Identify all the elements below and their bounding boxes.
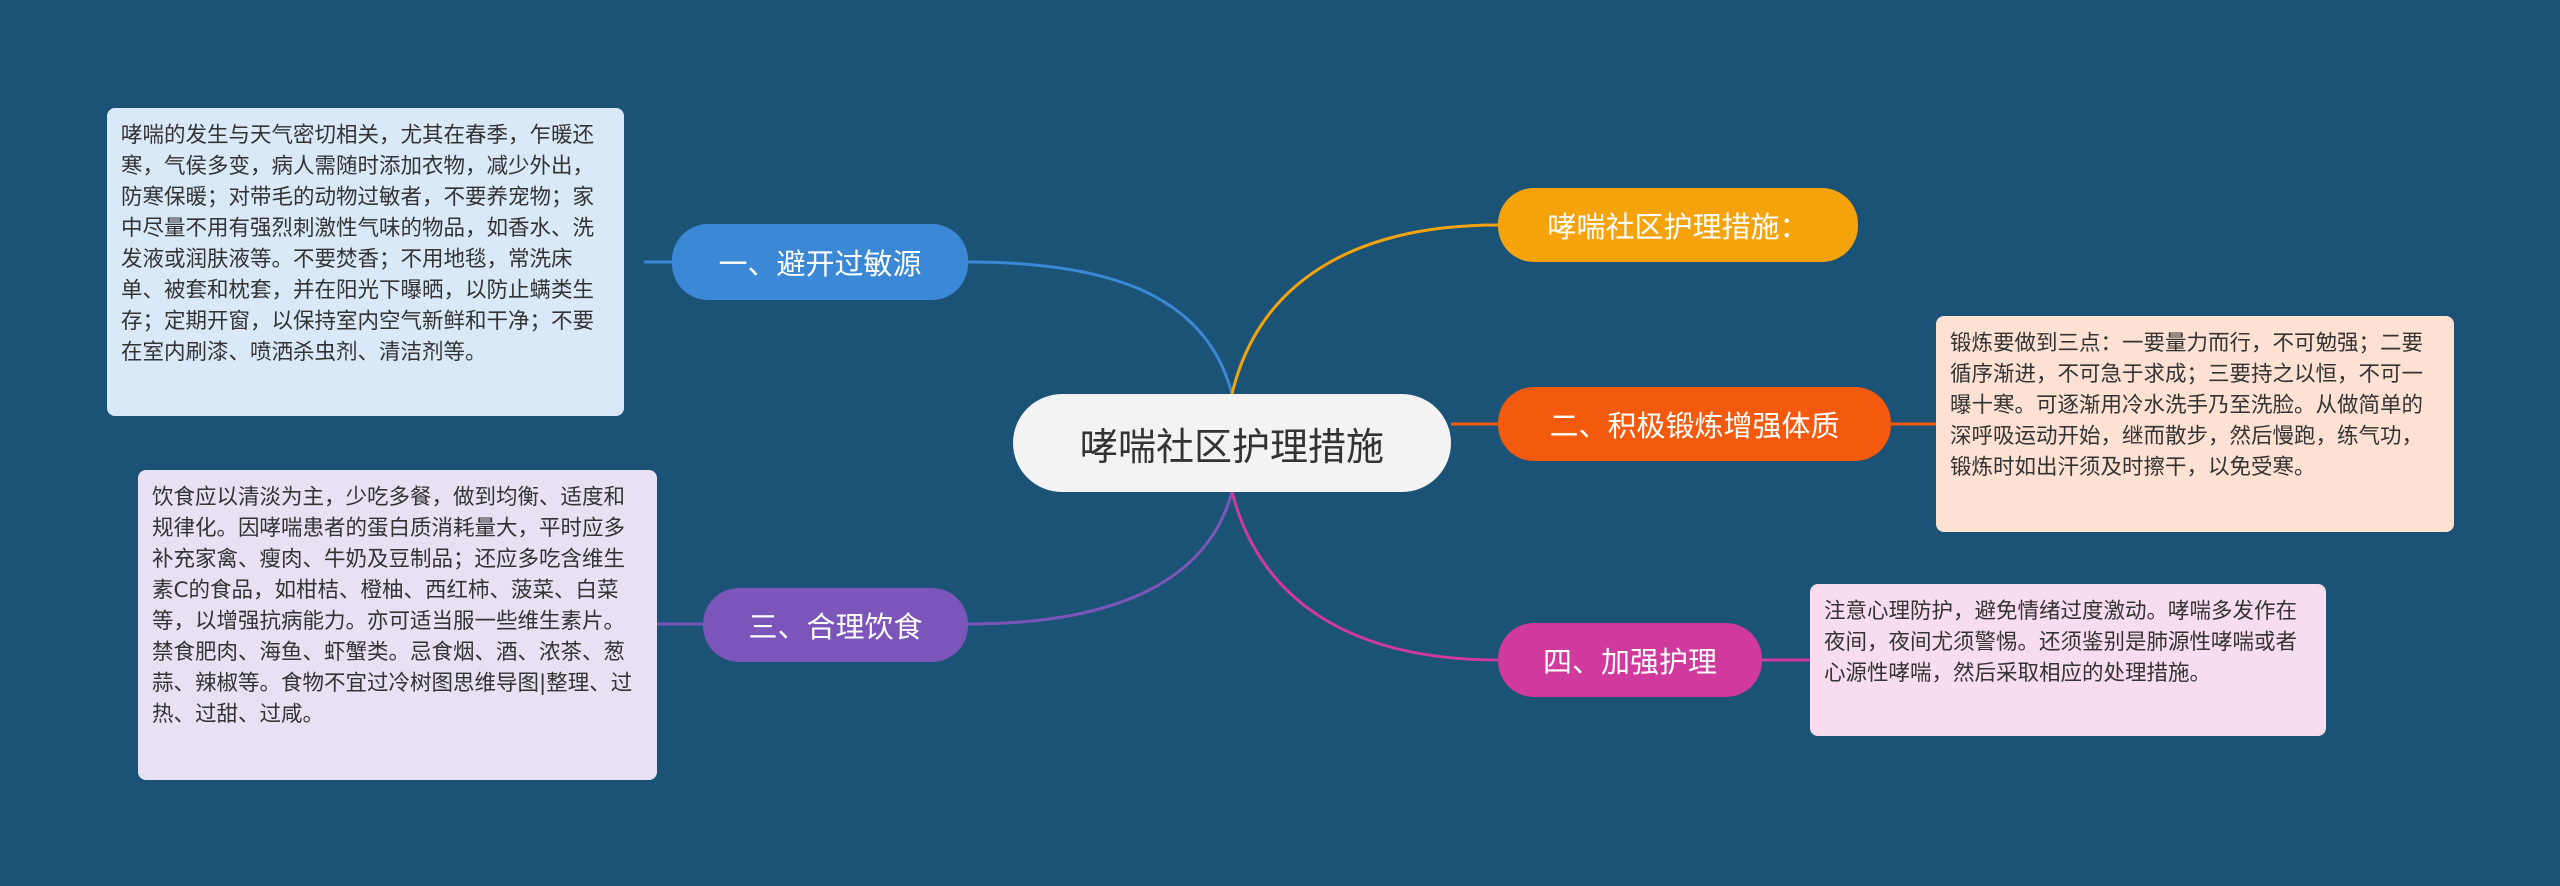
note-reasonable-diet: 饮食应以清淡为主，少吃多餐，做到均衡、适度和规律化。因哮喘患者的蛋白质消耗量大，… — [138, 470, 657, 780]
branch-node-avoid-allergens[interactable]: 一、避开过敏源 — [672, 224, 968, 300]
branch-node-exercise[interactable]: 二、积极锻炼增强体质 — [1498, 387, 1891, 461]
branch-node-intro[interactable]: 哮喘社区护理措施： — [1498, 188, 1858, 262]
branch-node-strengthen-care[interactable]: 四、加强护理 — [1498, 623, 1762, 697]
note-exercise: 锻炼要做到三点：一要量力而行，不可勉强；二要循序渐进，不可急于求成；三要持之以恒… — [1936, 316, 2454, 532]
branch-node-reasonable-diet[interactable]: 三、合理饮食 — [703, 588, 968, 662]
link-intro — [1230, 223, 1499, 395]
link-allergen — [967, 260, 1234, 395]
note-strengthen-care: 注意心理防护，避免情绪过度激动。哮喘多发作在夜间，夜间尤须警惕。还须鉴别是肺源性… — [1810, 584, 2326, 736]
note-avoid-allergens: 哮喘的发生与天气密切相关，尤其在春季，乍暖还寒，气侯多变，病人需随时添加衣物，减… — [107, 108, 624, 416]
link-care — [1230, 491, 1499, 662]
link-diet — [967, 491, 1234, 626]
root-node[interactable]: 哮喘社区护理措施 — [1013, 394, 1451, 492]
